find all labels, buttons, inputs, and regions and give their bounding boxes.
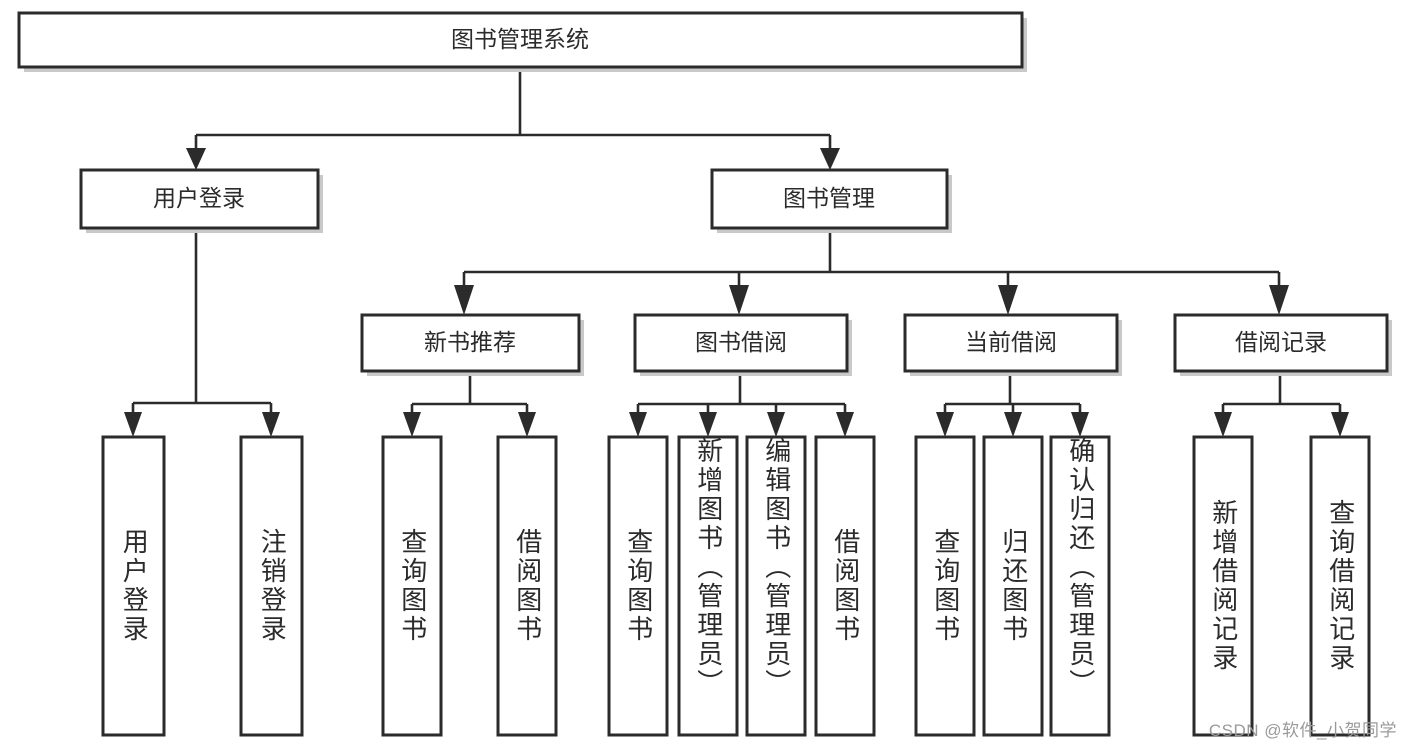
leaf-return-book-label: 归还图书 (998, 528, 1029, 644)
book-manage-label: 图书管理 (783, 185, 875, 211)
leaf-query-book-1-box[interactable] (381, 435, 443, 737)
arrowhead-leaf-borrow-book-2 (836, 412, 854, 437)
arrowhead-leaf-borrow-book-1 (518, 412, 536, 437)
leaf-return-book[interactable]: 归还图书 (984, 437, 1042, 735)
leaf-return-book-box[interactable] (982, 435, 1044, 737)
leaf-borrow-book-2-label: 借阅图书 (830, 528, 861, 644)
arrowhead-leaf-query-book-3 (936, 412, 954, 437)
arrowhead-user-login (186, 148, 206, 170)
leaf-query-book-3-label: 查询图书 (930, 528, 961, 644)
leaf-query-book-2-box[interactable] (607, 435, 669, 737)
leaf-user-login[interactable]: 用户登录 (103, 437, 164, 735)
leaf-confirm-return-box[interactable] (1049, 435, 1111, 737)
leaf-query-book-2-label: 查询图书 (623, 528, 654, 644)
leaf-query-book-1[interactable]: 查询图书 (383, 437, 441, 735)
leaf-borrow-book-2[interactable]: 借阅图书 (816, 437, 874, 735)
node-new-book-rec[interactable]: 新书推荐 (360, 313, 584, 376)
leaf-add-book-label: 新增图书（管理员） (693, 437, 724, 698)
node-book-borrow[interactable]: 图书借阅 (633, 313, 852, 376)
leaf-add-book-box[interactable] (677, 435, 739, 737)
current-borrow-box[interactable] (903, 313, 1119, 373)
leaf-confirm-return[interactable]: 确认归还（管理员） (1051, 437, 1109, 735)
leaf-add-record-label: 新增借阅记录 (1208, 499, 1239, 673)
leaf-borrow-book-2-box[interactable] (814, 435, 876, 737)
leaf-add-record-box[interactable] (1192, 435, 1254, 737)
arrowhead-leaf-return-book (1004, 412, 1022, 437)
node-current-borrow[interactable]: 当前借阅 (903, 313, 1122, 376)
root-box[interactable] (17, 11, 1024, 69)
edges-layer (124, 67, 1349, 437)
watermark: CSDN @软件_小贺同学 (1208, 721, 1397, 740)
nodes-layer: 图书管理系统 用户登录 图书管理 新书推荐 (17, 11, 1392, 737)
leaf-edit-book-box[interactable] (745, 435, 807, 737)
node-book-manage[interactable]: 图书管理 (710, 168, 952, 233)
leaf-logout[interactable]: 注销登录 (241, 437, 302, 735)
node-borrow-record[interactable]: 借阅记录 (1173, 313, 1392, 376)
leaf-query-record[interactable]: 查询借阅记录 (1311, 437, 1369, 735)
leaf-query-record-label: 查询借阅记录 (1325, 499, 1356, 673)
arrowhead-new-book-rec (454, 285, 474, 315)
arrowhead-leaf-confirm-return (1071, 412, 1089, 437)
leaf-user-login-label: 用户登录 (119, 528, 150, 644)
leaf-logout-label: 注销登录 (257, 528, 288, 644)
leaf-edit-book-label: 编辑图书（管理员） (761, 437, 792, 698)
arrowhead-leaf-logout (262, 412, 280, 437)
leaf-logout-box[interactable] (239, 435, 304, 737)
arrowhead-leaf-add-book (699, 412, 717, 437)
user-login-label: 用户登录 (153, 185, 245, 211)
leaf-edit-book[interactable]: 编辑图书（管理员） (747, 437, 805, 735)
leaf-query-book-1-label: 查询图书 (397, 528, 428, 644)
leaf-query-record-box[interactable] (1309, 435, 1371, 737)
leaf-add-book[interactable]: 新增图书（管理员） (679, 437, 737, 735)
arrowhead-leaf-query-book-1 (403, 412, 421, 437)
arrowhead-leaf-query-book-2 (629, 412, 647, 437)
arrowhead-leaf-add-record (1214, 412, 1232, 437)
leaf-query-book-3[interactable]: 查询图书 (916, 437, 974, 735)
leaf-borrow-book-1-label: 借阅图书 (512, 528, 543, 644)
book-manage-box[interactable] (710, 168, 949, 230)
leaf-borrow-book-1[interactable]: 借阅图书 (498, 437, 556, 735)
node-user-login[interactable]: 用户登录 (79, 168, 323, 233)
arrowhead-leaf-edit-book (767, 412, 785, 437)
arrowhead-leaf-query-record (1331, 412, 1349, 437)
user-login-box[interactable] (79, 168, 320, 230)
borrow-record-label: 借阅记录 (1235, 329, 1327, 355)
arrowhead-book-borrow (729, 285, 749, 315)
new-book-rec-label: 新书推荐 (424, 329, 516, 355)
arrowhead-current-borrow (998, 285, 1018, 315)
arrowhead-borrow-record (1269, 285, 1289, 315)
book-borrow-label: 图书借阅 (695, 329, 787, 355)
root-label: 图书管理系统 (451, 26, 589, 52)
leaf-confirm-return-label: 确认归还（管理员） (1065, 437, 1096, 698)
borrow-record-box[interactable] (1173, 313, 1389, 373)
book-borrow-box[interactable] (633, 313, 849, 373)
new-book-rec-box[interactable] (360, 313, 581, 373)
leaf-borrow-book-1-box[interactable] (496, 435, 558, 737)
leaf-query-book-3-box[interactable] (914, 435, 976, 737)
node-root[interactable]: 图书管理系统 (17, 11, 1027, 72)
arrowhead-leaf-user-login (124, 412, 142, 437)
leaf-boxes-layer (101, 435, 1371, 737)
current-borrow-label: 当前借阅 (965, 329, 1057, 355)
leaf-query-book-2[interactable]: 查询图书 (609, 437, 667, 735)
leaf-add-record[interactable]: 新增借阅记录 (1194, 437, 1252, 735)
leaf-user-login-box[interactable] (101, 435, 166, 737)
arrowhead-book-manage (820, 148, 840, 170)
